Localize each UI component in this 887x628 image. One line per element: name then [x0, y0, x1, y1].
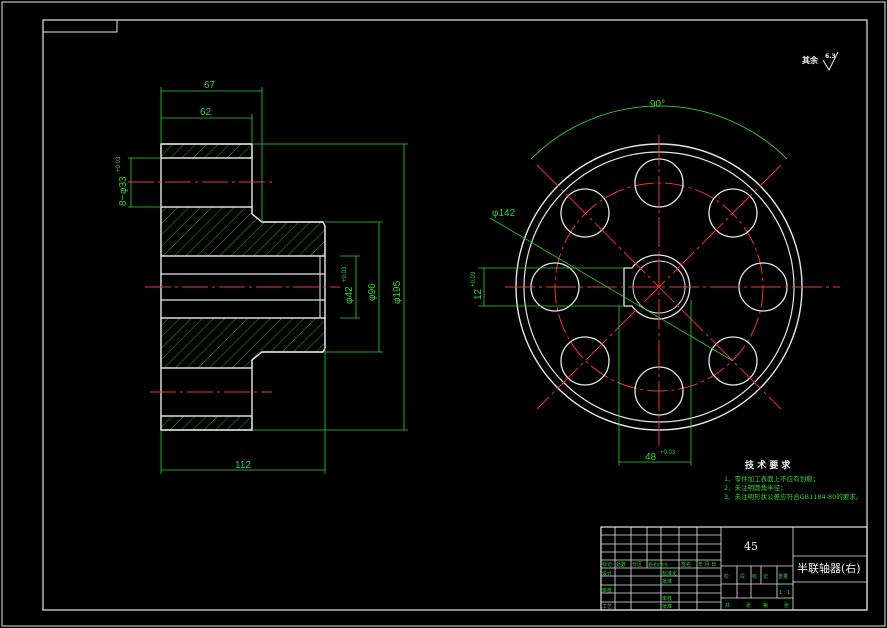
end-view: 90° φ142 12 +0.03 48 +0.03 [471, 99, 840, 466]
dim-phi42: φ42 [344, 286, 355, 304]
dim-phi33-prefix: 8− [118, 194, 129, 206]
dim-phi96: φ96 [367, 283, 378, 301]
corner-tag [42, 19, 118, 33]
hatch-upper-body [160, 206, 326, 257]
title-block [600, 526, 868, 611]
dim-phi195: φ195 [392, 280, 403, 304]
dim-12: 12 [473, 288, 484, 300]
dim-phi33: φ33 [118, 176, 129, 194]
note-3: 3、未注明形状公差应符合GB1184-80的要求。 [724, 492, 862, 501]
angle-arc [530, 105, 788, 160]
dim-48: 48 [645, 452, 657, 463]
tb-label-approve: 批准 [662, 603, 672, 610]
leader-phi142 [489, 217, 734, 362]
roughness-value: 6.3 [825, 53, 836, 60]
dim-48-tol: +0.03 [660, 450, 676, 456]
tb-label-sign: 签名 [681, 561, 691, 568]
material: 45 [744, 540, 758, 553]
dim-62: 62 [200, 107, 212, 118]
inner-frame [42, 19, 868, 611]
technical-notes: 技 术 要 求 1、零件加工表面上不应有划痕； 2、未注明圆角半径； 3、未注明… [724, 459, 862, 501]
tb-scale: 1 : 1 [779, 590, 790, 596]
roughness-symbol: 其余 6.3 [802, 51, 839, 72]
tb-label-zone: 分区 [632, 561, 642, 568]
tb-label-designer: 设计 [602, 570, 612, 577]
tb-stage-2: 段 [740, 573, 745, 580]
bolt-hole [708, 188, 758, 238]
tb-stage-1: 阶 [724, 573, 729, 580]
note-2: 2、未注明圆角半径； [724, 483, 787, 492]
center-diag-2 [536, 164, 782, 410]
part-name: 半联轴器(右) [797, 561, 861, 575]
tb-sheet-number-unit: 张 [784, 602, 789, 609]
hatch-bottom-flange [160, 415, 253, 431]
tb-label-change-doc: 更改文件号 [648, 561, 668, 567]
hatch-lower-body [160, 317, 326, 369]
tb-label-approval: 批准 [662, 578, 672, 585]
section-view: 67 62 112 8− φ33 +0.03 φ42 +0.03 [116, 80, 408, 474]
dim-112: 112 [235, 460, 251, 471]
tb-label-process: 工艺 [602, 604, 612, 610]
dim-phi33-tol: +0.03 [116, 156, 122, 172]
bore-with-keyway [623, 254, 691, 320]
notes-title: 技 术 要 求 [745, 459, 791, 471]
tb-label-standardization: 标准化 [662, 570, 677, 577]
hatch-top-flange [160, 143, 253, 159]
tb-sheet-total-unit: 张 [746, 602, 751, 609]
dim-angle-90: 90° [650, 99, 665, 110]
roughness-check-icon [822, 51, 839, 72]
tb-label-count: 处数 [616, 561, 626, 568]
tb-label-audit: 审核 [662, 595, 672, 602]
dim-phi42-tol: +0.03 [342, 266, 348, 282]
dim-12-tol: +0.03 [471, 271, 477, 287]
tb-stage-4: 记 [763, 573, 768, 580]
bolt-hole [560, 336, 610, 386]
dim-67: 67 [204, 80, 216, 91]
title-block-text: 45 半联轴器(右) 标记 处数 分区 更改文件号 签名 年 月 日 设计 标准… [602, 540, 861, 610]
tb-weight: 重量 [778, 573, 788, 580]
bolt-hole [560, 188, 610, 238]
dim-phi142: φ142 [492, 208, 516, 219]
tb-label-mark: 标记 [602, 561, 612, 568]
bolt-hole [708, 336, 758, 386]
tb-sheet-total: 共 [725, 602, 730, 609]
tb-label-checker: 审核 [602, 587, 612, 594]
tb-label-date: 年 月 日 [698, 561, 716, 568]
tb-stage-3: 标 [752, 573, 757, 580]
note-1: 1、零件加工表面上不应有划痕； [724, 474, 819, 483]
roughness-label: 其余 [802, 55, 819, 65]
tb-sheet-number: 第 [763, 602, 768, 609]
